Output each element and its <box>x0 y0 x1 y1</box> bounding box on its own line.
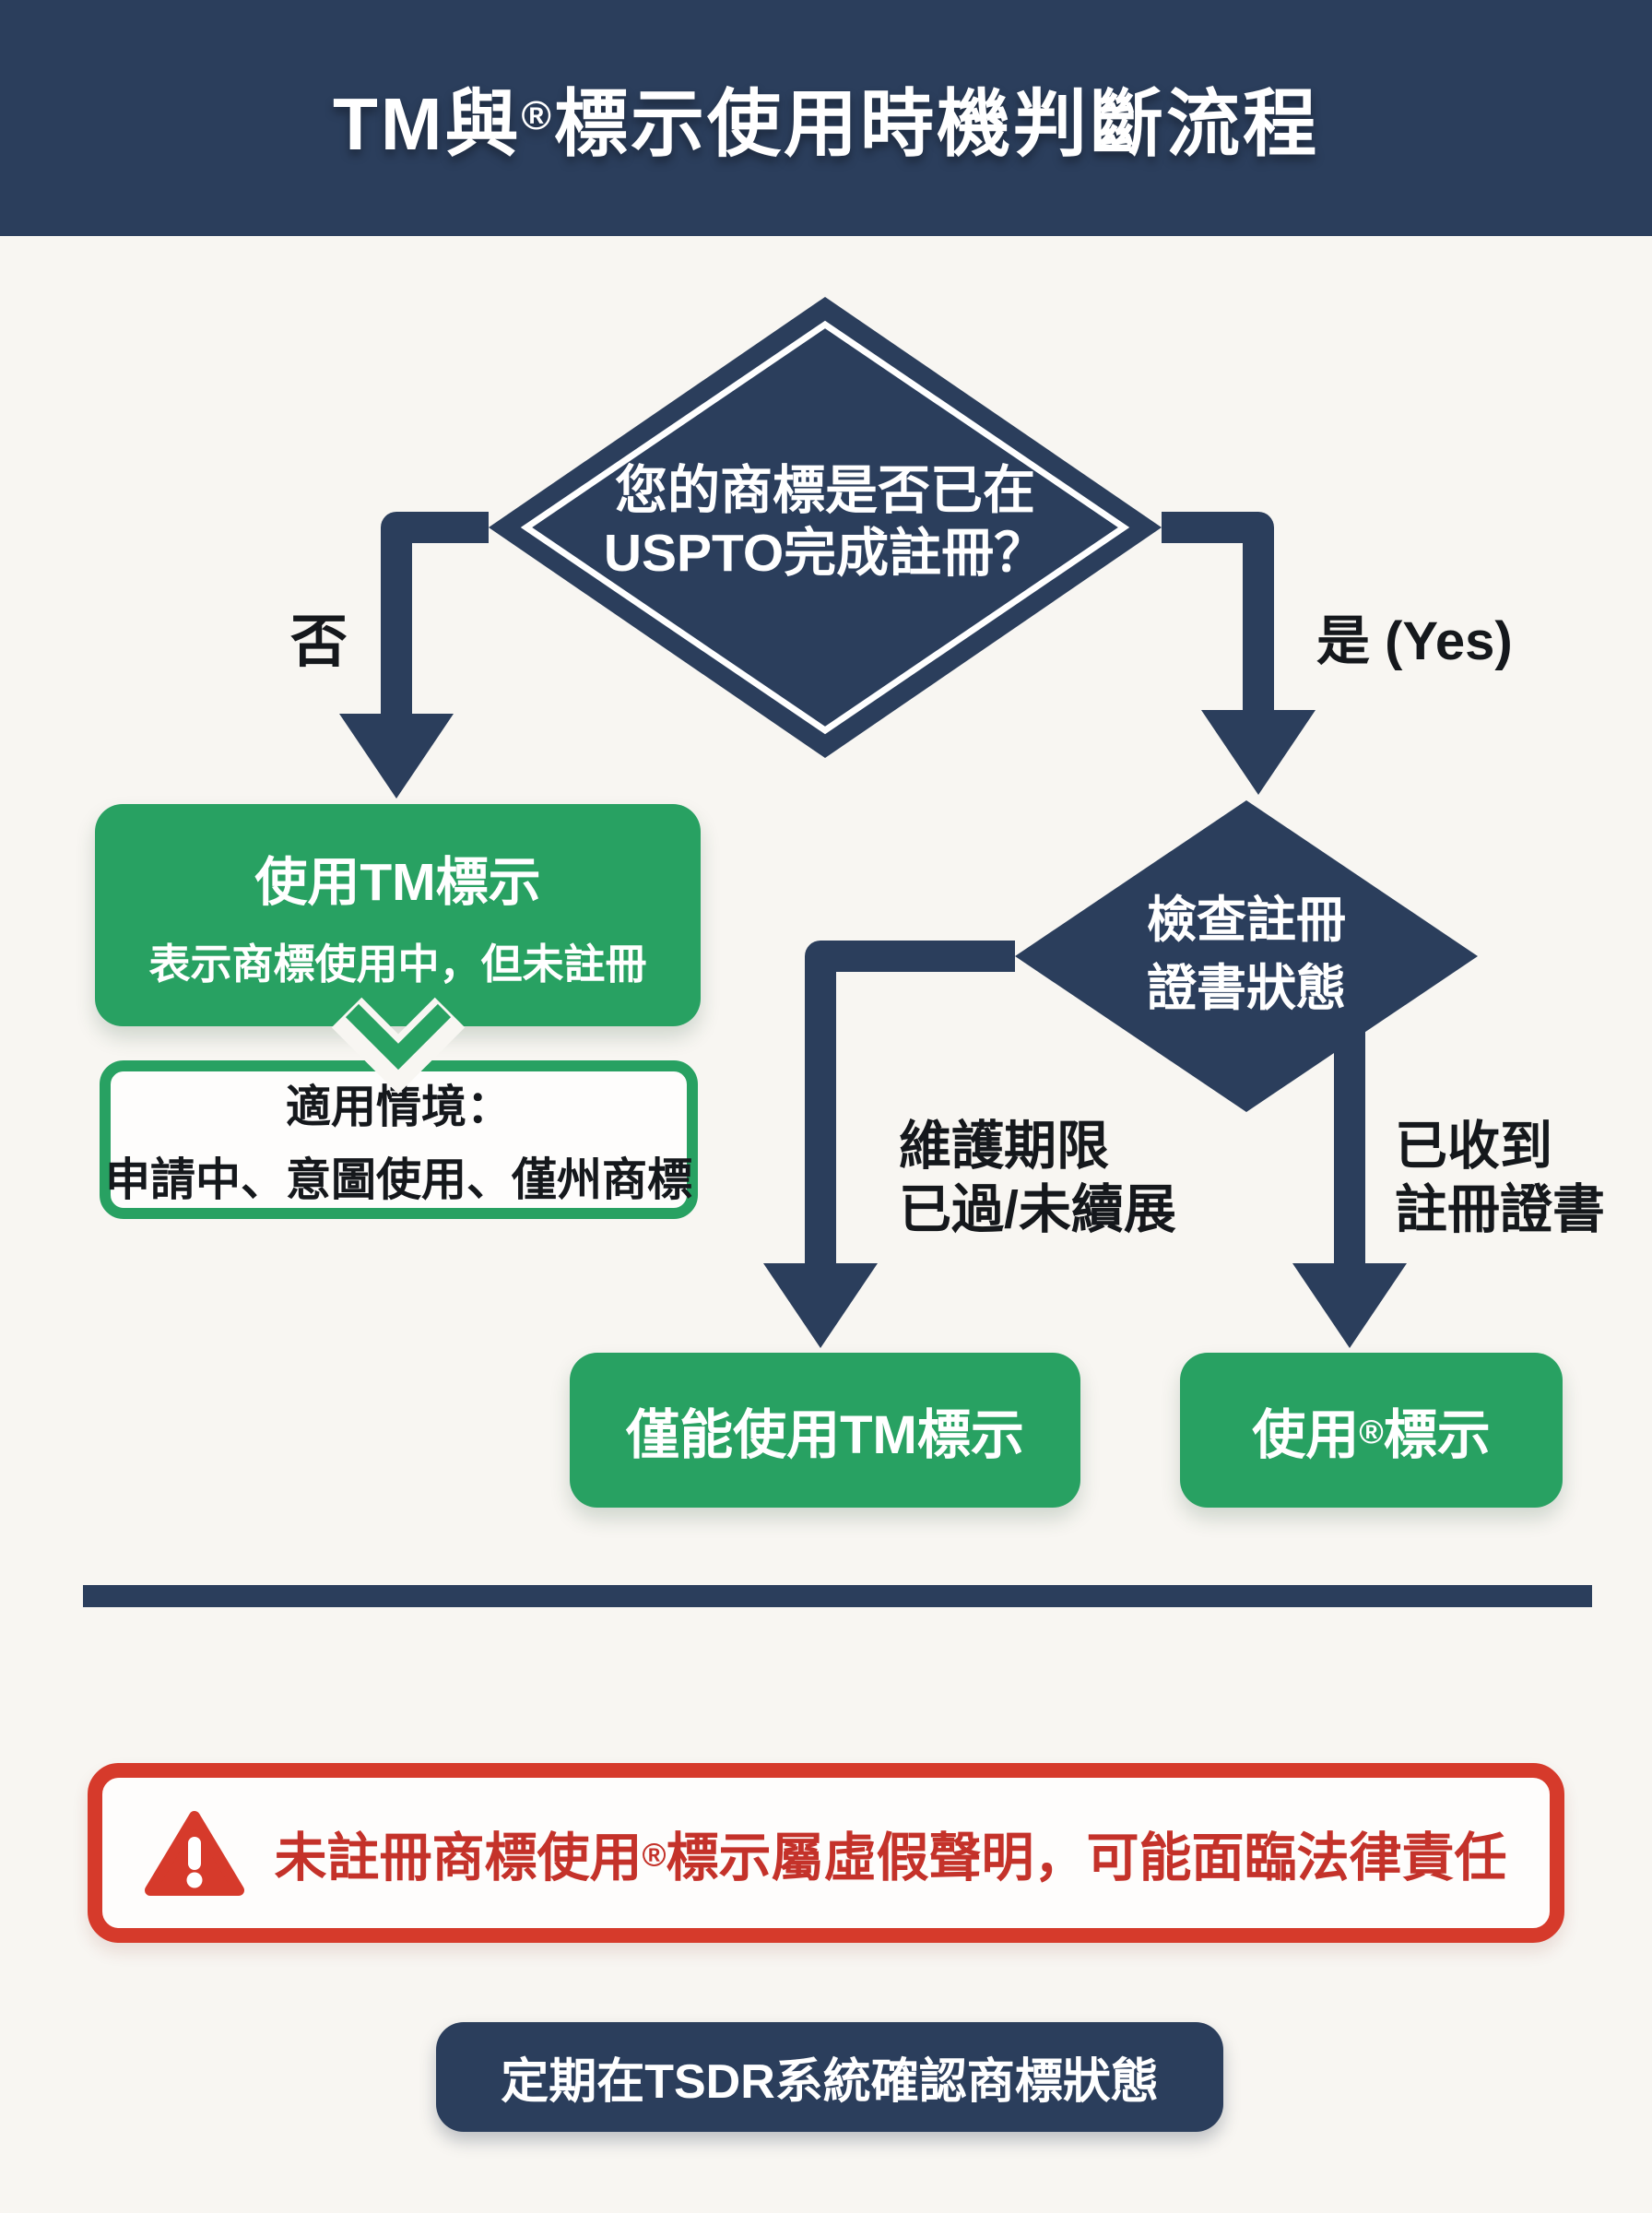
decision-1-line1: 您的商標是否已在 <box>615 461 1035 520</box>
warning-box: 未註冊商標使用®標示屬虛假聲明，可能面臨法律責任 <box>88 1763 1564 1943</box>
connector-received-arrow <box>1292 1028 1407 1348</box>
connector-no-arrow <box>339 512 489 799</box>
context-chevron-connector <box>331 997 466 1095</box>
decision-2-line1: 檢查註冊 <box>1147 893 1346 948</box>
decision-2-question: 檢查註冊 證書狀態 <box>1062 886 1431 1023</box>
result-tm-only-label: 僅能使用TM標示 <box>626 1405 1024 1465</box>
warning-text: 未註冊商標使用®標示屬虛假聲明，可能面臨法律責任 <box>274 1816 1506 1891</box>
use-tm-title: 使用TM標示 <box>254 853 541 912</box>
warning-triangle-icon <box>145 1810 245 1896</box>
warning-text-prefix: 未註冊商標使用 <box>274 1828 643 1888</box>
result-r-prefix: 使用 <box>1252 1405 1360 1465</box>
decision-1-diamond <box>489 297 1162 758</box>
decision-2-line2: 證書狀態 <box>1147 961 1346 1016</box>
branch-label-received: 已收到 註冊證書 <box>1395 1115 1605 1242</box>
context-line2: 申請中、意圖使用、僅州商標 <box>105 1155 693 1205</box>
branch-expired-line1: 維護期限 <box>899 1117 1109 1176</box>
footer-reminder-text: 定期在TSDR系統確認商標狀態 <box>501 2055 1159 2109</box>
result-r-box: 使用®標示 <box>1180 1353 1563 1508</box>
connector-expired-arrow <box>763 941 1015 1348</box>
result-r-label: 使用®標示 <box>1252 1391 1491 1469</box>
footer-reminder-box: 定期在TSDR系統確認商標狀態 <box>436 2022 1223 2132</box>
header-banner: TM與®標示使用時機判斷流程 <box>0 0 1652 236</box>
page-title: TM與®標示使用時機判斷流程 <box>333 65 1319 172</box>
result-r-suffix: 標示 <box>1383 1405 1491 1465</box>
branch-label-expired: 維護期限 已過/未續展 <box>899 1115 1176 1242</box>
branch-label-yes: 是 (Yes) <box>1316 611 1513 671</box>
branch-label-no: 否 <box>290 610 348 674</box>
decision-1-line2: USPTO完成註冊？ <box>603 524 1047 583</box>
branch-expired-line2: 已過/未續展 <box>899 1180 1176 1239</box>
warning-text-suffix: 標示屬虛假聲明，可能面臨法律責任 <box>666 1828 1507 1888</box>
branch-received-line1: 已收到 <box>1395 1117 1552 1176</box>
registered-symbol: ® <box>1359 1413 1384 1451</box>
page-title-suffix: 標示使用時機判斷流程 <box>553 83 1319 165</box>
branch-received-line2: 註冊證書 <box>1395 1180 1605 1239</box>
page-title-prefix: TM與 <box>333 83 522 165</box>
decision-1-question: 您的商標是否已在 USPTO完成註冊？ <box>595 459 1056 585</box>
registered-symbol: ® <box>642 1836 667 1873</box>
registered-symbol: ® <box>521 93 554 138</box>
connector-yes-arrow <box>1162 512 1316 795</box>
use-tm-subtitle: 表示商標使用中，但未註冊 <box>148 941 647 988</box>
use-tm-box: 使用TM標示 表示商標使用中，但未註冊 <box>95 804 701 1026</box>
section-divider <box>83 1585 1592 1607</box>
result-tm-only-box: 僅能使用TM標示 <box>570 1353 1080 1508</box>
